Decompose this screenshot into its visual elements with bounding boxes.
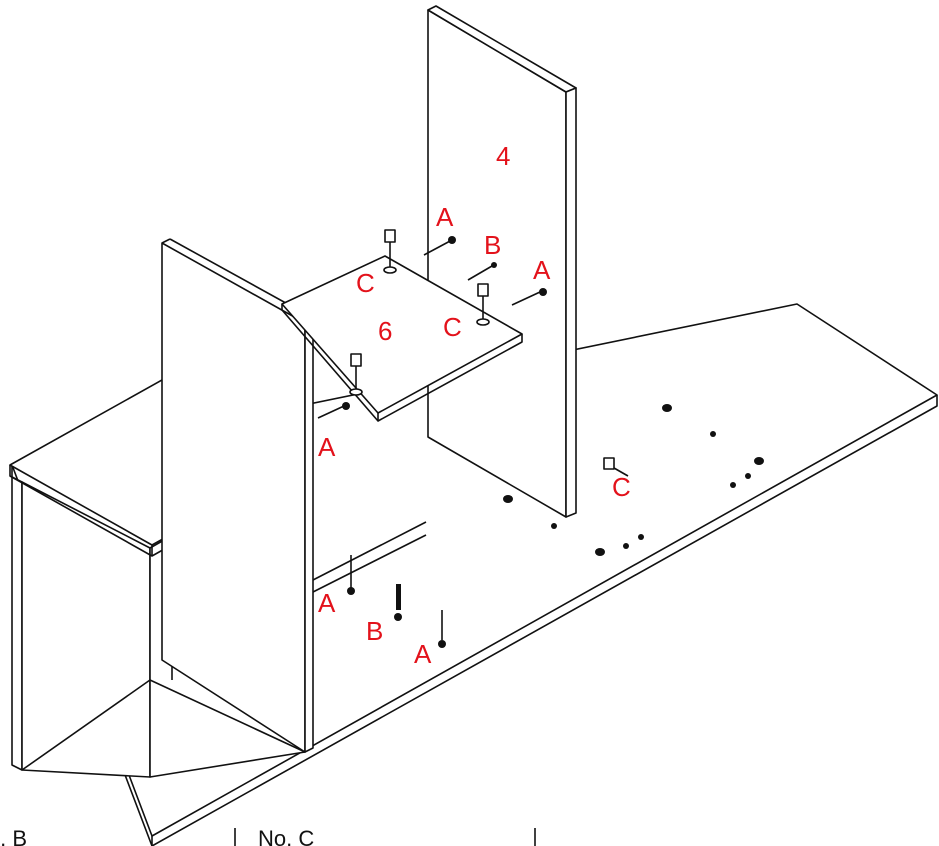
part-label-a: A <box>436 202 454 232</box>
part-label-a: A <box>414 639 432 669</box>
panel-label-4: 4 <box>496 141 510 171</box>
part-label-c: C <box>612 472 631 502</box>
part-label-a: A <box>533 255 551 285</box>
part-label-a: A <box>318 432 336 462</box>
bottom-label-no-c: No. C <box>258 826 314 846</box>
left-upright-panel <box>161 238 314 753</box>
part-label-c: C <box>356 268 375 298</box>
bottom-label-no-b: No. B <box>0 826 27 846</box>
part-label-b: B <box>484 230 501 260</box>
panel-6: 6 <box>281 255 523 422</box>
back-shelf-lines <box>312 521 427 593</box>
part-label-b: B <box>366 616 383 646</box>
hardware-parts <box>317 229 764 648</box>
panel-4: 4 <box>427 5 577 518</box>
parts-table-strip: No. B No. C <box>0 826 536 846</box>
part-label-c: C <box>443 312 462 342</box>
part-label-a: A <box>318 588 336 618</box>
panel-label-6: 6 <box>378 316 392 346</box>
